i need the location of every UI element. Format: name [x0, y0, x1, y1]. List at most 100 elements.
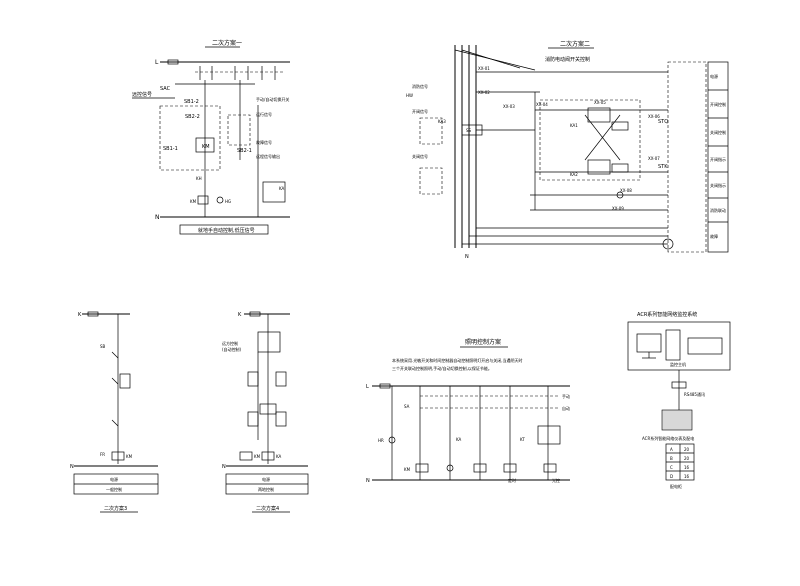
scheme-three-row2: 一般控制 — [106, 486, 122, 492]
system-table-r1-c1: 20 — [684, 456, 690, 461]
scheme-one-sb1: SB1-2 — [184, 99, 199, 105]
scheme-one-table — [179, 224, 269, 235]
scheme-one-kh: KH — [196, 176, 202, 181]
scheme-two-side-2: 关阀控制 — [710, 129, 726, 135]
system-title: ACR系列智能网络监控系统 — [637, 311, 697, 318]
scheme-one-bus-l: L — [155, 59, 159, 66]
scheme-five-n: N — [366, 478, 370, 484]
scheme-two-xx04: XX-04 — [536, 102, 548, 107]
system-table-r2-c1: 16 — [684, 465, 690, 470]
scheme-two-ss-box — [461, 124, 483, 136]
scheme-one-note-2: 运行信号 — [256, 111, 272, 117]
scheme-three-km: KM — [126, 454, 133, 459]
scheme-two-stk: STK — [658, 164, 668, 170]
scheme-one-ka: KA — [279, 186, 285, 191]
scheme-two-subtitle: 消防电动阀开关控制 — [545, 56, 590, 63]
scheme-two-ground: N — [465, 254, 469, 260]
scheme-one-top-contacts — [195, 66, 285, 80]
scheme-one-note-4: 远程信号输出 — [256, 153, 280, 159]
scheme-two-hw: HW — [406, 93, 413, 98]
scheme-one-title: 二次方案一 — [212, 39, 242, 47]
scheme-four: K 远方控制 (自动控制) KM KA N 电源 两地控制 二次方案4 — [222, 311, 309, 513]
meter-rack-icon — [661, 409, 693, 431]
system-table-r0-c1: 20 — [684, 447, 690, 452]
scheme-five-label-a: 手动 — [562, 393, 570, 399]
system-net-label: RS485通讯 — [684, 391, 705, 397]
scheme-four-ka: KA — [276, 454, 282, 459]
scheme-five-kt: KT — [520, 437, 525, 442]
scheme-two-xx01: XX-01 — [478, 66, 490, 71]
scheme-two-note-2: 开阀信号 — [412, 108, 428, 114]
system-sub-label: ACR系列智能网络仪表及配电 — [642, 435, 694, 441]
system-foot: 配电柜 — [670, 483, 682, 489]
scheme-four-remote: 远方控制 — [222, 340, 238, 346]
monitor-system: ACR系列智能网络监控系统 监控主机 RS485通讯 ACR系列智能网络仪表及配… — [627, 311, 731, 489]
scheme-four-coil-a — [239, 451, 253, 461]
scheme-four-n: N — [222, 464, 226, 470]
scheme-four-row2: 两地控制 — [258, 486, 274, 492]
scheme-two-title: 二次方案二 — [560, 40, 590, 48]
scheme-five-title: 照明控制方案 — [465, 338, 501, 346]
scheme-one-remote-label: 远控信号 — [132, 91, 152, 98]
scheme-two-xx06: XX-06 — [648, 114, 660, 119]
scheme-five: 照明控制方案 本系统采用.光敏开关和时间控制器自动控制照明灯开启与关闭,当遇阴天… — [366, 338, 570, 484]
scheme-one-note-3: 故障信号 — [256, 139, 272, 145]
printer-icon — [687, 337, 723, 355]
scheme-one-bus-n: N — [155, 214, 160, 221]
scheme-four-km: KM — [254, 454, 261, 459]
system-table-r3-c0: D — [670, 474, 673, 479]
scheme-two-side-1: 开阀控制 — [710, 101, 726, 107]
system-table-r2-c0: C — [670, 465, 673, 470]
scheme-three-title: 二次方案3 — [104, 505, 127, 512]
scheme-one-panel-box-b — [227, 114, 251, 146]
scheme-five-desc-2: 三个开关联动控制照明,手动/自动切换控制,以保证节能。 — [392, 365, 492, 371]
scheme-two-device-a — [419, 117, 443, 145]
scheme-four-k: K — [238, 312, 242, 318]
system-table-r3-c1: 16 — [684, 474, 690, 479]
scheme-two-xx08: XX-08 — [620, 188, 632, 193]
scheme-two-xx02: XX-02 — [478, 90, 490, 95]
scheme-three: K SB FR KM N 电源 一般控制 二次方案3 — [70, 311, 159, 513]
scheme-three-fr: FR — [100, 452, 105, 457]
scheme-one-coil-label: KM — [190, 199, 197, 204]
monitor-icon — [636, 333, 662, 353]
scheme-one-panel-box — [159, 105, 221, 171]
scheme-five-km: KM — [404, 467, 411, 472]
scheme-one-sb11: SB1-1 — [163, 146, 178, 152]
scheme-two-side-4: 关阀指示 — [710, 182, 726, 188]
scheme-one-km: KM — [202, 144, 210, 150]
scheme-four-row1: 电源 — [262, 476, 270, 482]
scheme-two-ka2: KA2 — [570, 172, 578, 177]
scheme-two-side-6: 故障 — [710, 233, 718, 239]
scheme-two-relay-area — [539, 99, 641, 181]
scheme-two-xx05: XX-05 — [594, 100, 606, 105]
scheme-two-note-1: 消防信号 — [412, 83, 428, 89]
scheme-one-coil — [197, 195, 209, 205]
scheme-one-sb2: SB2-2 — [185, 114, 200, 120]
scheme-three-row1: 电源 — [110, 476, 118, 482]
scheme-three-k: K — [78, 312, 82, 318]
scheme-four-coil-b — [261, 451, 275, 461]
system-table-r1-c0: B — [670, 456, 673, 461]
system-table-r0-c0: A — [670, 447, 673, 452]
scheme-five-lamp-hr-icon — [388, 436, 396, 444]
scheme-five-label-b: 自动 — [562, 405, 570, 411]
scheme-five-desc-1: 本系统采用.光敏开关和时间控制器自动控制照明灯开启与关闭,当遇阴天时 — [392, 357, 523, 363]
scheme-five-coil-km — [415, 463, 429, 473]
scheme-three-n: N — [70, 464, 74, 470]
scheme-two-ka1: KA1 — [570, 123, 578, 128]
scheme-two-side-0: 电源 — [710, 73, 718, 79]
scheme-one-sac: SAC — [160, 86, 171, 92]
scheme-two-xx09: XX-09 — [612, 206, 624, 211]
scheme-two-xx07: XX-07 — [648, 156, 660, 161]
scheme-two-field-panel — [667, 61, 707, 253]
scheme-two-xx03: XX-03 — [503, 104, 515, 109]
scheme-one-note-1: 手动/自动切换开关 — [256, 96, 289, 102]
scheme-two: 二次方案二 消防电动阀开关控制 N XX-01 XX-02 XX-03 XX-0… — [406, 40, 729, 260]
scheme-two-side-5: 消防联动 — [710, 207, 726, 213]
scheme-one: 二次方案一 L N 远控信号 SAC SB1-2 SB2-2 SB1-1 SB2… — [132, 39, 290, 235]
scheme-two-motor-icon — [662, 238, 674, 250]
scheme-four-remote2: (自动控制) — [222, 346, 242, 352]
scheme-one-table-text: 就地手自动控制,低压信号 — [198, 227, 255, 234]
scheme-two-note-3: 关阀信号 — [412, 153, 428, 159]
